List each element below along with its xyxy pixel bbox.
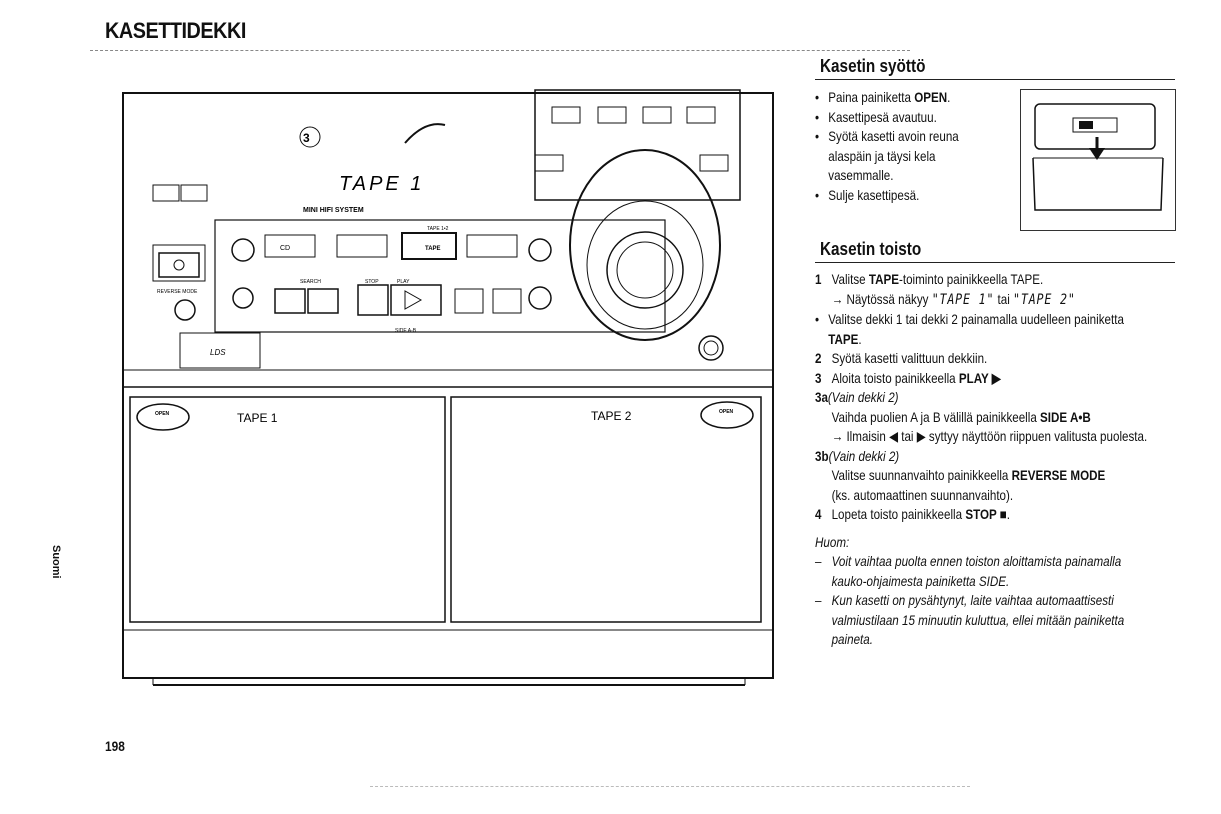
section-heading-play: Kasetin toisto — [820, 239, 922, 259]
svg-text:LDS: LDS — [210, 348, 226, 357]
note-title: Huom: — [815, 533, 850, 550]
svg-text:SIDE A-B: SIDE A-B — [395, 328, 417, 334]
note-item: Kun kasetti on pysähtynyt, laite vaihtaa… — [815, 591, 1151, 650]
heading-rule — [815, 262, 1175, 263]
step-3a: 3a(Vain dekki 2) — [815, 389, 899, 405]
svg-text:PLAY: PLAY — [397, 279, 410, 285]
stereo-drawing: 3 TAPE 1 MINI HIFI SYSTEM CD TAPE TAPE 1… — [122, 89, 774, 686]
tape2-label: TAPE 2 — [591, 409, 632, 423]
model-label: MINI HIFI SYSTEM — [303, 207, 364, 214]
language-tab: Suomi — [50, 545, 62, 579]
footer-rule — [370, 786, 970, 787]
step-3b: 3b(Vain dekki 2) — [815, 447, 900, 464]
header-rule — [90, 50, 910, 51]
note-item: Voit vaihtaa puolta ennen toiston aloitt… — [815, 552, 1151, 591]
list-item: Valitse dekki 1 tai dekki 2 painamalla u… — [815, 310, 1151, 349]
insert-instructions: Paina painiketta OPEN. Kasettipesä avaut… — [815, 88, 989, 205]
cassette-insert-illustration — [1020, 89, 1176, 231]
svg-text:OPEN: OPEN — [719, 409, 734, 415]
tape1-label: TAPE 1 — [237, 411, 278, 425]
page-number: 198 — [105, 738, 125, 754]
svg-text:SEARCH: SEARCH — [300, 279, 321, 285]
svg-text:CD: CD — [280, 245, 290, 252]
svg-text:OPEN: OPEN — [155, 411, 170, 417]
display-text: TAPE 1 — [339, 173, 424, 195]
stereo-illustration: 3 TAPE 1 MINI HIFI SYSTEM CD TAPE TAPE 1… — [115, 85, 785, 695]
list-item: Sulje kasettipesä. — [815, 186, 989, 206]
svg-text:3: 3 — [303, 131, 310, 145]
heading-rule — [815, 79, 1175, 80]
svg-text:TAPE: TAPE — [425, 246, 441, 252]
section-heading-insert: Kasetin syöttö — [820, 56, 926, 76]
list-item: Syötä kasetti avoin reuna alaspäin ja tä… — [815, 127, 989, 186]
svg-text:TAPE 1•2: TAPE 1•2 — [427, 226, 449, 232]
list-item: Paina painiketta OPEN. — [815, 88, 989, 108]
svg-text:STOP: STOP — [365, 279, 379, 285]
page-title: KASETTIDEKKI — [105, 18, 246, 43]
list-item: Kasettipesä avautuu. — [815, 108, 989, 128]
svg-text:REVERSE MODE: REVERSE MODE — [157, 289, 198, 295]
